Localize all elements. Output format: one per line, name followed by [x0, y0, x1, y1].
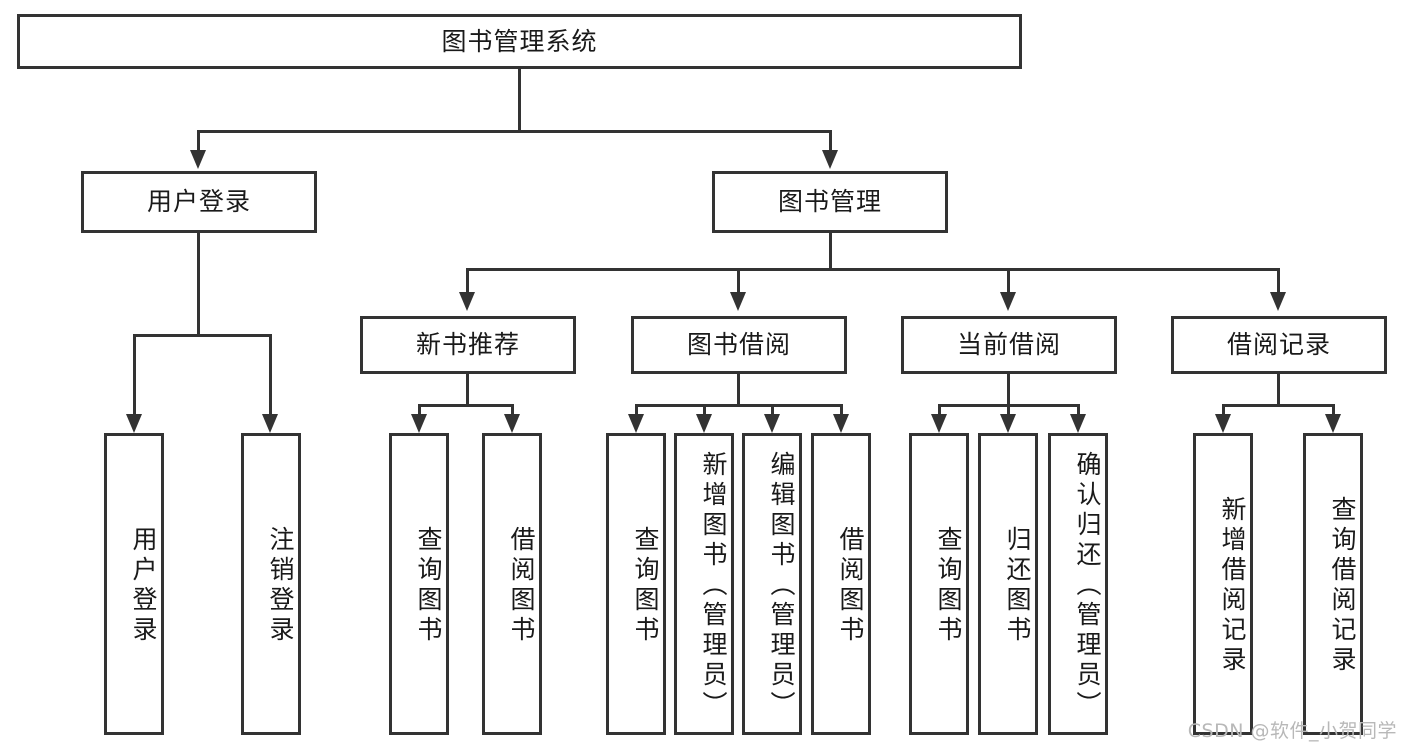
arrowhead-leaf-edit-book	[764, 414, 780, 433]
arrowhead-book-borrow	[730, 292, 746, 311]
connector-level3-bus	[466, 268, 1280, 271]
node-label: 借阅记录	[1226, 330, 1331, 359]
node-leaf-return-book[interactable]: 归还图书	[978, 433, 1038, 735]
connector-to-leaf-query-book-2	[635, 404, 638, 416]
connector-book-borrow-bus	[635, 404, 843, 407]
arrowhead-user-login	[190, 150, 206, 169]
node-label: 查询图书	[414, 526, 443, 646]
connector-to-new-book-recommend	[466, 268, 469, 294]
connector-to-leaf-add-book	[703, 404, 706, 416]
connector-to-leaf-logout-login	[269, 334, 272, 416]
node-root-book-management-system[interactable]: 图书管理系统	[17, 14, 1022, 69]
node-label: 新书推荐	[415, 330, 520, 359]
connector-to-leaf-borrow-book-1	[511, 404, 514, 416]
connector-to-leaf-edit-book	[771, 404, 774, 416]
connector-borrow-record-stem	[1277, 374, 1280, 407]
connector-to-borrow-record	[1277, 268, 1280, 294]
connector-to-leaf-query-book-3	[938, 404, 941, 416]
node-leaf-add-borrow-record[interactable]: 新增借阅记录	[1193, 433, 1253, 735]
connector-user-login-bus	[133, 334, 271, 337]
arrowhead-leaf-query-book-1	[411, 414, 427, 433]
connector-to-leaf-borrow-book-2	[840, 404, 843, 416]
connector-to-leaf-query-book-1	[418, 404, 421, 416]
connector-to-leaf-confirm-return	[1077, 404, 1080, 416]
node-leaf-user-login[interactable]: 用户登录	[104, 433, 164, 735]
node-current-borrow[interactable]: 当前借阅	[901, 316, 1117, 374]
arrowhead-current-borrow	[1000, 292, 1016, 311]
arrowhead-borrow-record	[1270, 292, 1286, 311]
node-label: 新增图书（管理员）	[699, 451, 728, 721]
node-book-management[interactable]: 图书管理	[712, 171, 948, 233]
node-leaf-query-borrow-record[interactable]: 查询借阅记录	[1303, 433, 1363, 735]
node-label: 新增借阅记录	[1218, 496, 1247, 676]
node-leaf-query-book-2[interactable]: 查询图书	[606, 433, 666, 735]
arrowhead-leaf-user-login	[126, 414, 142, 433]
node-label: 编辑图书（管理员）	[767, 451, 796, 721]
node-leaf-query-book-3[interactable]: 查询图书	[909, 433, 969, 735]
node-label: 图书管理	[777, 187, 882, 216]
node-label: 当前借阅	[956, 330, 1061, 359]
arrowhead-leaf-query-borrow-record	[1325, 414, 1341, 433]
node-leaf-query-book-1[interactable]: 查询图书	[389, 433, 449, 735]
connector-current-borrow-stem	[1007, 374, 1010, 407]
connector-new-book-recommend-bus	[418, 404, 514, 407]
connector-to-leaf-query-borrow-record	[1332, 404, 1335, 416]
node-leaf-confirm-return[interactable]: 确认归还（管理员）	[1048, 433, 1108, 735]
node-label: 确认归还（管理员）	[1073, 451, 1102, 721]
connector-root-stem	[518, 69, 521, 132]
arrowhead-leaf-borrow-book-1	[504, 414, 520, 433]
connector-book-management-stem	[829, 233, 832, 271]
node-label: 用户登录	[129, 526, 158, 646]
node-label: 图书借阅	[686, 330, 791, 359]
connector-to-book-management	[829, 130, 832, 152]
node-leaf-add-book[interactable]: 新增图书（管理员）	[674, 433, 734, 735]
connector-to-user-login	[197, 130, 200, 152]
node-leaf-borrow-book-1[interactable]: 借阅图书	[482, 433, 542, 735]
node-user-login[interactable]: 用户登录	[81, 171, 317, 233]
connector-to-leaf-user-login	[133, 334, 136, 416]
node-label: 注销登录	[266, 526, 295, 646]
connector-to-leaf-add-borrow-record	[1222, 404, 1225, 416]
arrowhead-leaf-query-book-3	[931, 414, 947, 433]
arrowhead-leaf-query-book-2	[628, 414, 644, 433]
arrowhead-leaf-add-borrow-record	[1215, 414, 1231, 433]
connector-new-book-recommend-stem	[466, 374, 469, 407]
node-borrow-record[interactable]: 借阅记录	[1171, 316, 1387, 374]
arrowhead-leaf-logout-login	[262, 414, 278, 433]
node-label: 借阅图书	[836, 526, 865, 646]
watermark: CSDN @软件_小贺同学	[1187, 720, 1397, 742]
connector-level2-bus	[197, 130, 831, 133]
node-label: 借阅图书	[507, 526, 536, 646]
connector-to-leaf-return-book	[1007, 404, 1010, 416]
node-label: 查询借阅记录	[1328, 496, 1357, 676]
node-label: 图书管理系统	[441, 26, 598, 56]
node-label: 查询图书	[631, 526, 660, 646]
arrowhead-leaf-return-book	[1000, 414, 1016, 433]
arrowhead-leaf-confirm-return	[1070, 414, 1086, 433]
connector-user-login-stem	[197, 233, 200, 337]
connector-to-current-borrow	[1007, 268, 1010, 294]
arrowhead-book-management	[822, 150, 838, 169]
node-leaf-borrow-book-2[interactable]: 借阅图书	[811, 433, 871, 735]
connector-to-book-borrow	[737, 268, 740, 294]
arrowhead-leaf-add-book	[696, 414, 712, 433]
arrowhead-new-book-recommend	[459, 292, 475, 311]
node-book-borrow[interactable]: 图书借阅	[631, 316, 847, 374]
connector-borrow-record-bus	[1222, 404, 1335, 407]
node-leaf-edit-book[interactable]: 编辑图书（管理员）	[742, 433, 802, 735]
node-label: 用户登录	[146, 187, 251, 216]
arrowhead-leaf-borrow-book-2	[833, 414, 849, 433]
node-new-book-recommend[interactable]: 新书推荐	[360, 316, 576, 374]
connector-book-borrow-stem	[737, 374, 740, 407]
node-leaf-logout-login[interactable]: 注销登录	[241, 433, 301, 735]
node-label: 查询图书	[934, 526, 963, 646]
node-label: 归还图书	[1003, 526, 1032, 646]
